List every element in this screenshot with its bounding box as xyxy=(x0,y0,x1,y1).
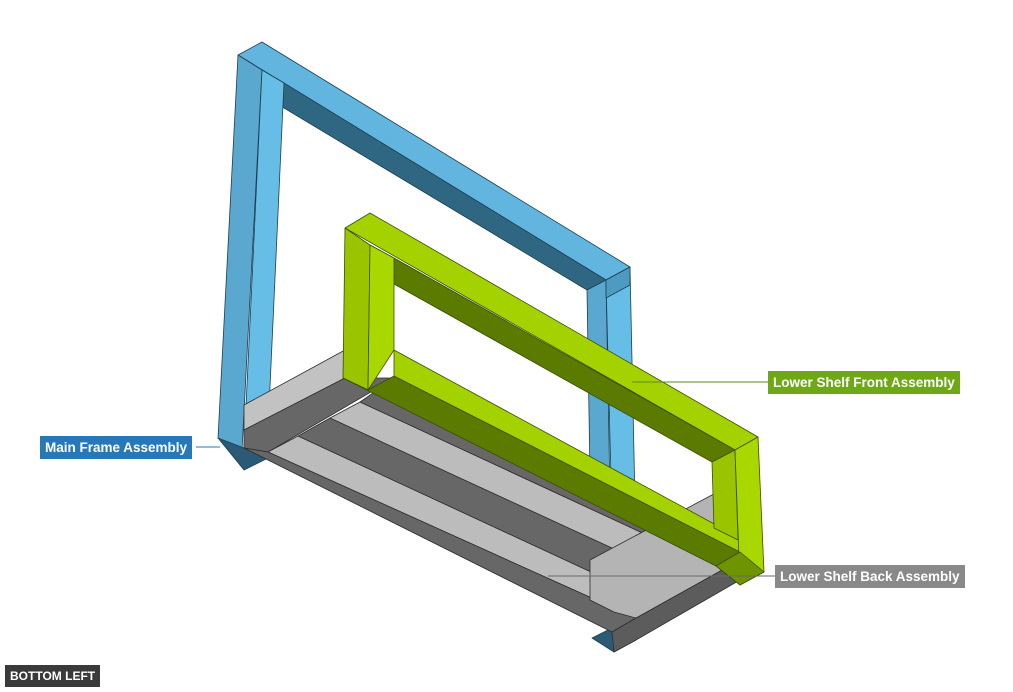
view-orientation-label: BOTTOM LEFT xyxy=(5,665,101,687)
lower-shelf-back-label: Lower Shelf Back Assembly xyxy=(775,565,965,588)
main-frame-assembly xyxy=(217,41,637,653)
front-left-post-front xyxy=(342,227,371,391)
main-frame-corner-cap xyxy=(605,266,631,299)
lower-shelf-front-assembly xyxy=(342,212,765,586)
front-left-post-side xyxy=(367,244,395,391)
main-frame-top-beam-top xyxy=(237,41,631,281)
leader-lines xyxy=(196,381,775,577)
lower-shelf-front-label: Lower Shelf Front Assembly xyxy=(768,371,960,394)
main-frame-label: Main Frame Assembly xyxy=(40,436,193,459)
back-shelf-left-end xyxy=(243,377,396,453)
front-right-foot xyxy=(715,551,765,586)
front-right-post-side xyxy=(711,449,739,541)
